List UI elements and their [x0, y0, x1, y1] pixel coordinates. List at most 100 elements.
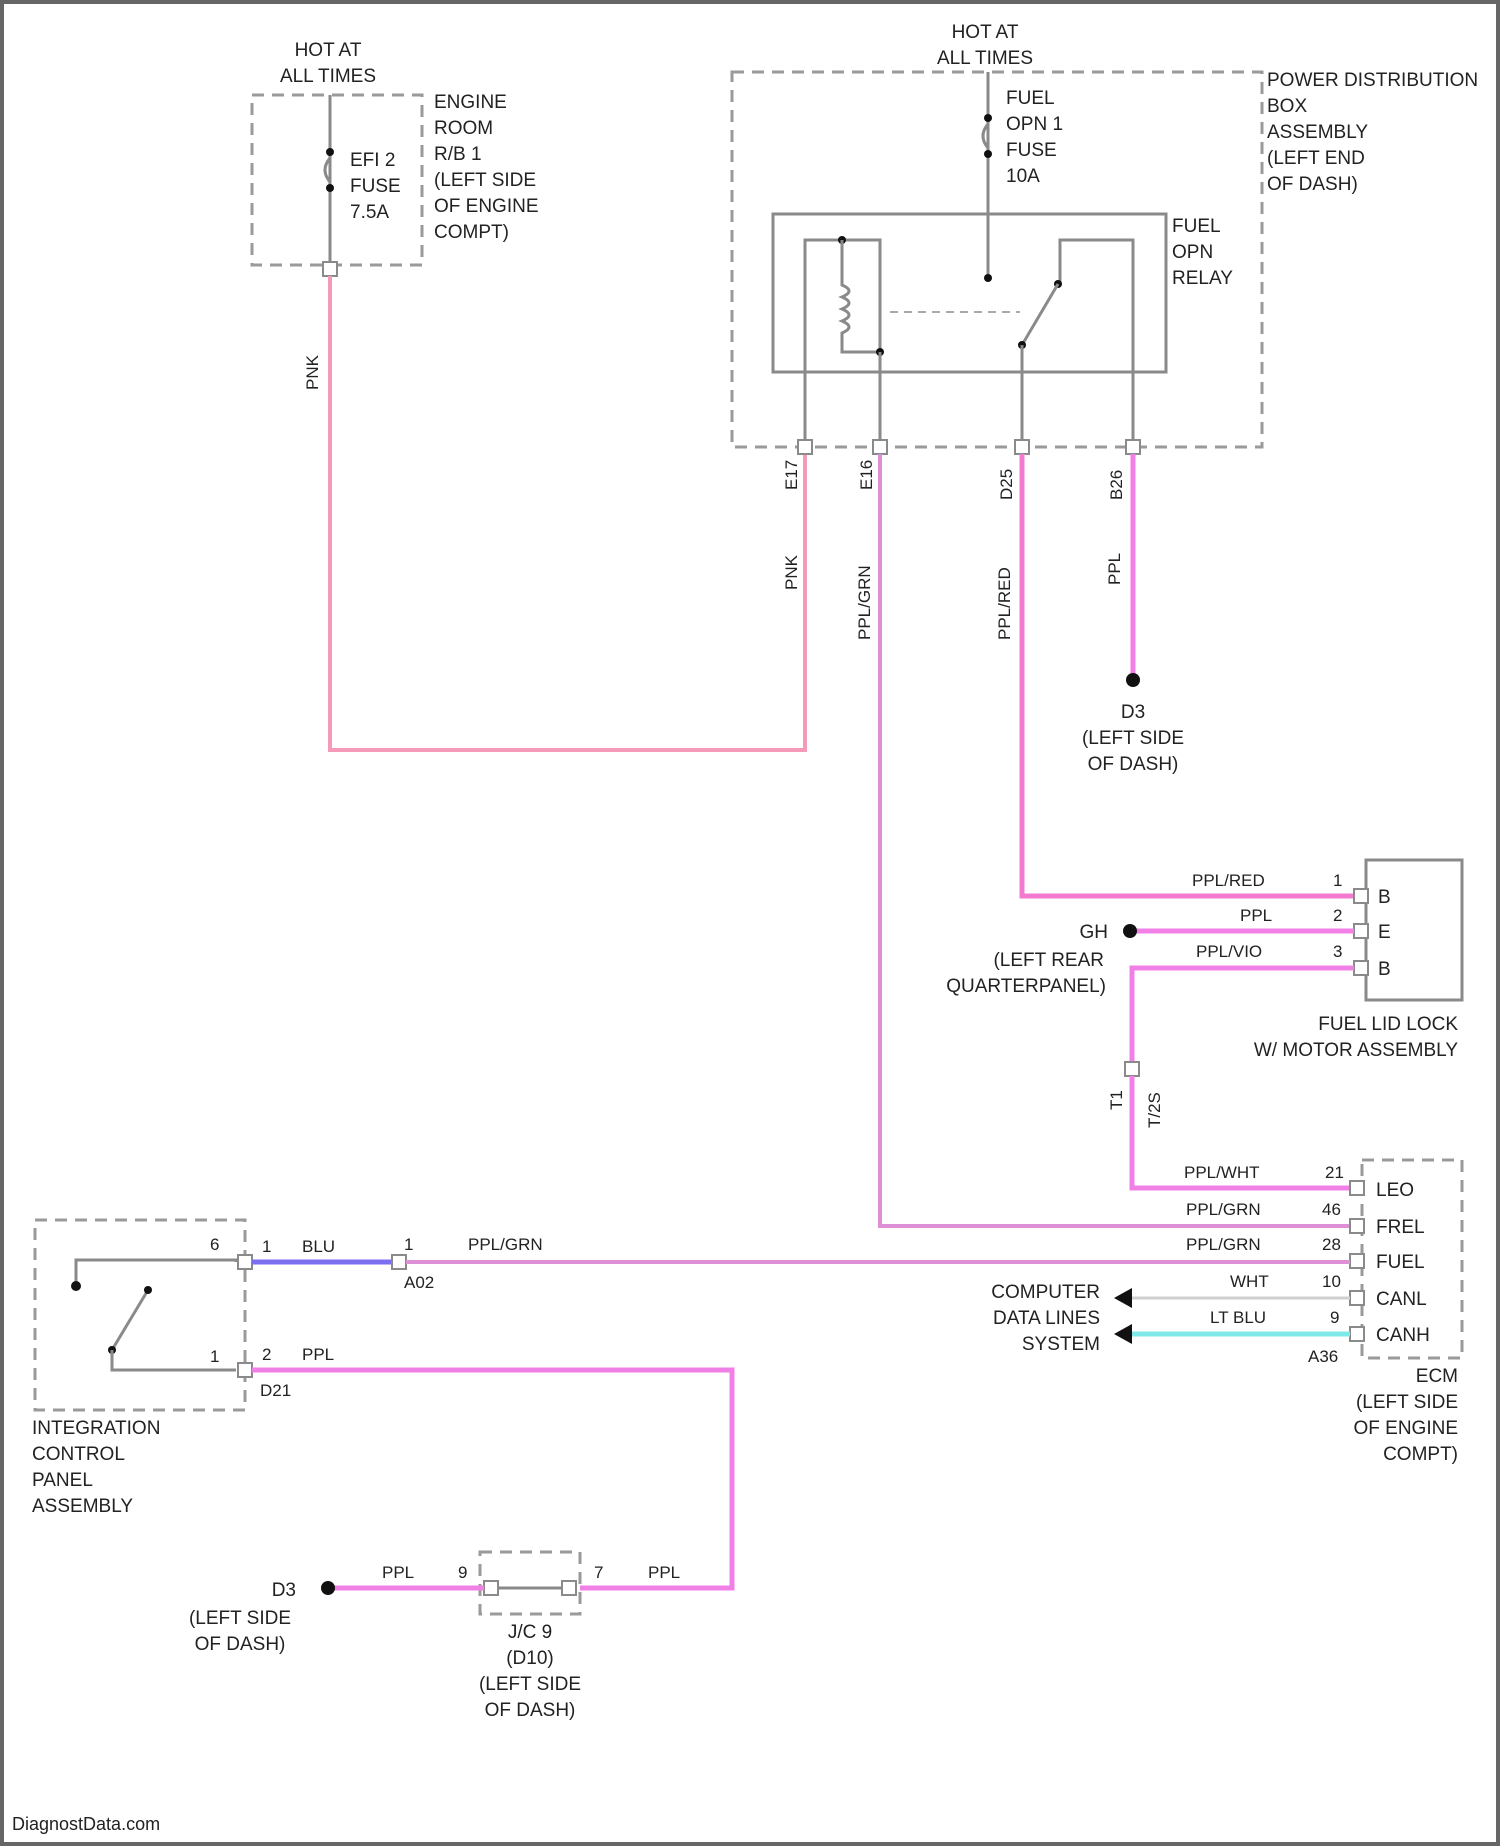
- ecm-wire-canh: LT BLU: [1210, 1308, 1266, 1327]
- erb-connector: [323, 262, 337, 276]
- relay-label-2: OPN: [1172, 242, 1213, 263]
- icp-pin-bottom: 1: [210, 1347, 219, 1366]
- gh-label-2: (LEFT REAR: [993, 950, 1104, 971]
- jc9-ground-label-2: (LEFT SIDE: [189, 1608, 291, 1629]
- icp-label-3: PANEL: [32, 1470, 93, 1491]
- jc9-label-2: (D10): [506, 1648, 554, 1669]
- inline-connector-t1: [1125, 1062, 1139, 1076]
- ecm-pin-num-10: 10: [1322, 1272, 1341, 1291]
- junction-connector-9: 9 7 PPL PPL J/C 9 (D10) (LEFT SIDE OF DA…: [382, 1552, 680, 1721]
- fll-pin-label-3: B: [1378, 959, 1391, 980]
- term-e16: E16: [857, 460, 876, 490]
- ecm-wire-leo: PPL/WHT: [1184, 1163, 1260, 1182]
- pdb-fuse-label-4: 10A: [1006, 166, 1040, 187]
- fuel-opn-relay-box: [773, 214, 1166, 372]
- arrow-canh-icon: [1114, 1324, 1132, 1344]
- erb-box-label-2: ROOM: [434, 118, 493, 139]
- arrow-canl-icon: [1114, 1288, 1132, 1308]
- fll-wire-1: PPL/RED: [1192, 871, 1265, 890]
- pdb-hot-label-2: ALL TIMES: [937, 48, 1033, 69]
- erb-fuse-top-dot: [326, 148, 334, 156]
- erb-fuse-label-2: FUSE: [350, 176, 401, 197]
- icp-pin-top: 6: [210, 1235, 219, 1254]
- pdb-box-label-4: (LEFT END: [1267, 148, 1365, 169]
- pdb-fuse-label-1: FUEL: [1006, 88, 1055, 109]
- ecm-connector-label: A36: [1308, 1347, 1338, 1366]
- a02-wire: PPL/GRN: [468, 1235, 543, 1254]
- erb-box-label-5: OF ENGINE: [434, 196, 539, 217]
- ecm-label-2: (LEFT SIDE: [1356, 1392, 1458, 1413]
- pdb-fuse-label-2: OPN 1: [1006, 114, 1063, 135]
- icp-label-4: ASSEMBLY: [32, 1496, 133, 1517]
- erb-box-label-1: ENGINE: [434, 92, 507, 113]
- erb-fuse-label-1: EFI 2: [350, 150, 395, 171]
- ground-d3-dot: [1126, 673, 1140, 687]
- icp-conn-bottom-wire: PPL: [302, 1345, 334, 1364]
- icp-conn-bottom-num: 2: [262, 1345, 271, 1364]
- ecm-wire-fuel: PPL/GRN: [1186, 1235, 1261, 1254]
- icp-conn-top-num: 1: [262, 1237, 271, 1256]
- relay-label-3: RELAY: [1172, 268, 1233, 289]
- pdb-box-label-2: BOX: [1267, 96, 1307, 117]
- jc9-wire-left: PPL: [382, 1563, 414, 1582]
- erb-fuse-label-3: 7.5A: [350, 202, 389, 223]
- ecm-wire-canl: WHT: [1230, 1272, 1269, 1291]
- jc9-ground-label-1: D3: [272, 1580, 296, 1601]
- ecm-pin-num-46: 46: [1322, 1200, 1341, 1219]
- pdb-hot-label-1: HOT AT: [952, 22, 1019, 43]
- ground-d3-label-1: D3: [1121, 702, 1145, 723]
- ecm-pin-num-28: 28: [1322, 1235, 1341, 1254]
- ppl-wire-d21: [252, 1370, 732, 1588]
- fll-pin-num-1: 1: [1333, 871, 1342, 890]
- ecm-label-1: ECM: [1416, 1366, 1458, 1387]
- wire-label-e16: PPL/GRN: [855, 565, 874, 640]
- fll-pin-num-3: 3: [1333, 942, 1342, 961]
- ground-d3-label-3: OF DASH): [1088, 754, 1179, 775]
- icp-conn-bottom-label: D21: [260, 1381, 291, 1400]
- fll-title-1: FUEL LID LOCK: [1318, 1014, 1458, 1035]
- jc9-ground-label-3: OF DASH): [195, 1634, 286, 1655]
- fll-title-2: W/ MOTOR ASSEMBLY: [1254, 1040, 1458, 1061]
- integration-control-panel: 6 1 INTEGRATION CONTROL PANEL ASSEMBLY: [32, 1220, 252, 1517]
- term-b26: B26: [1107, 470, 1126, 500]
- inline-conn-right: T/2S: [1145, 1092, 1164, 1128]
- wire-label-b26: PPL: [1105, 553, 1124, 585]
- fll-wire-3: PPL/VIO: [1196, 942, 1262, 961]
- engine-room-rb1: HOT AT ALL TIMES EFI 2 FUSE 7.5A ENGINE …: [252, 40, 539, 276]
- wire-label-e17: PNK: [782, 554, 801, 590]
- pdb-fuse-label-3: FUSE: [1006, 140, 1057, 161]
- erb-hot-label-1: HOT AT: [295, 40, 362, 61]
- jc9-label-4: OF DASH): [485, 1700, 576, 1721]
- icp-switch-wire: [76, 1260, 236, 1286]
- data-lines-label-2: DATA LINES: [993, 1308, 1100, 1329]
- relay-label-1: FUEL: [1172, 216, 1221, 237]
- pdb-box-label-1: POWER DISTRIBUTION: [1267, 70, 1478, 91]
- ecm-pin-label-frel: FREL: [1376, 1217, 1425, 1238]
- power-distribution-box: HOT AT ALL TIMES FUEL OPN 1 FUSE 10A POW…: [732, 22, 1478, 500]
- jc9-ground-dot: [321, 1581, 335, 1595]
- data-lines-label-1: COMPUTER: [991, 1282, 1100, 1303]
- icp-label-1: INTEGRATION: [32, 1418, 160, 1439]
- a02-num: 1: [404, 1235, 413, 1254]
- erb-box-label-4: (LEFT SIDE: [434, 170, 536, 191]
- wire-label-d25: PPL/RED: [995, 567, 1014, 640]
- pdb-box-label-3: ASSEMBLY: [1267, 122, 1368, 143]
- inline-conn-left: T1: [1107, 1090, 1126, 1110]
- ecm-pin-num-9: 9: [1330, 1308, 1339, 1327]
- data-lines-label-3: SYSTEM: [1022, 1334, 1100, 1355]
- ecm-label-3: OF ENGINE: [1353, 1418, 1458, 1439]
- erb-box-label-3: R/B 1: [434, 144, 482, 165]
- ecm-label-4: COMPT): [1383, 1444, 1458, 1465]
- ecm-pin-label-leo: LEO: [1376, 1180, 1414, 1201]
- connector-a02: [392, 1255, 406, 1269]
- jc9-pin-right: 7: [594, 1563, 603, 1582]
- erb-box-label-6: COMPT): [434, 222, 509, 243]
- pdb-box-label-5: OF DASH): [1267, 174, 1358, 195]
- fll-wire-2: PPL: [1240, 906, 1272, 925]
- erb-fuse-bottom-dot: [326, 184, 334, 192]
- erb-hot-label-2: ALL TIMES: [280, 66, 376, 87]
- ground-gh-dot: [1123, 924, 1137, 938]
- gh-label-1: GH: [1080, 922, 1109, 943]
- term-e17: E17: [782, 460, 801, 490]
